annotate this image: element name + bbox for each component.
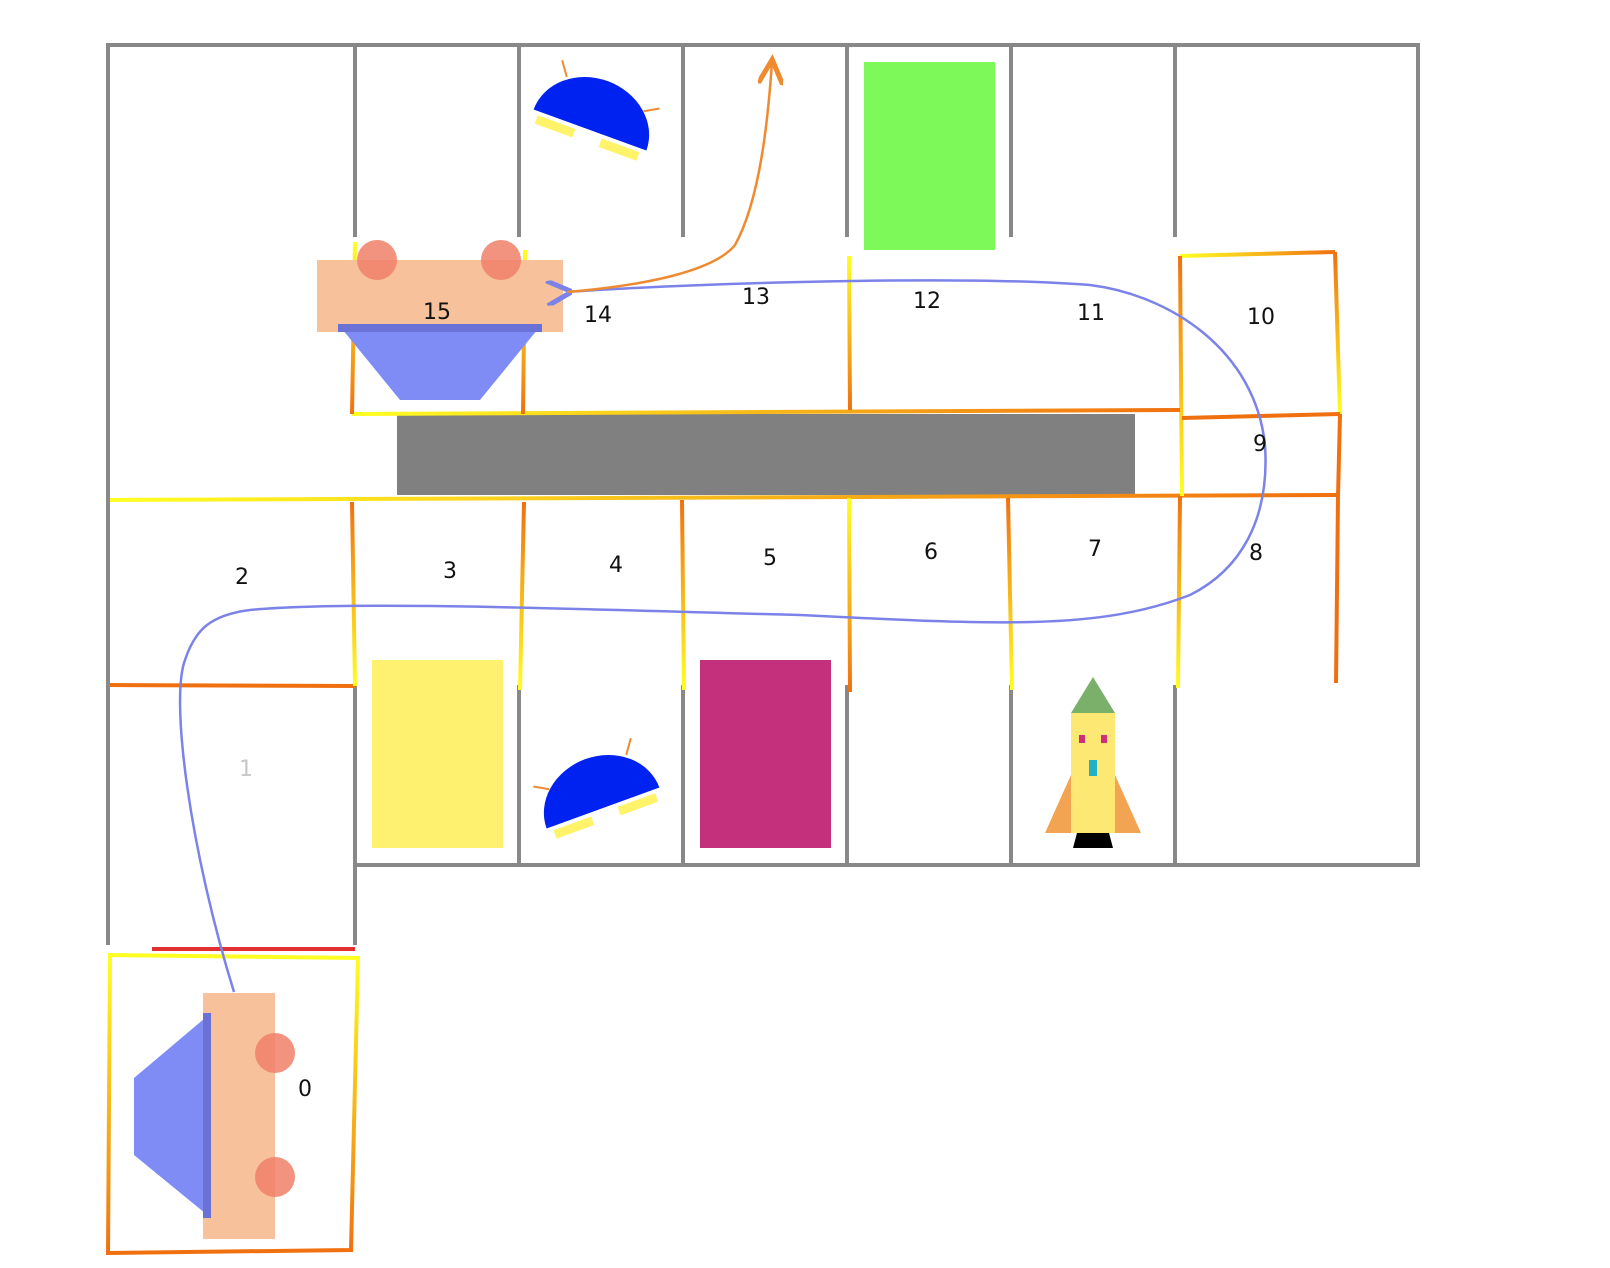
magenta-block-icon (700, 660, 831, 848)
dome-robot-icon-lower (533, 738, 660, 839)
walls (106, 43, 1420, 945)
path-edge (1181, 412, 1341, 420)
path-edge (518, 501, 526, 691)
cell-label-6: 6 (924, 540, 938, 565)
cell-label-15: 15 (423, 300, 451, 325)
cell-label-10: 10 (1247, 305, 1275, 330)
green-block-icon (864, 62, 995, 250)
cell-label-14: 14 (584, 303, 612, 328)
path-edge (109, 493, 1339, 502)
path-edge (351, 408, 1181, 416)
cell-label-1: 1 (239, 757, 253, 782)
robot-icon-start (134, 993, 295, 1239)
cell-label-5: 5 (763, 546, 777, 571)
path-cells (105, 241, 1342, 1256)
path-edge (1179, 250, 1336, 258)
path-edge (847, 497, 852, 693)
path-edge (1334, 496, 1340, 684)
rocket-icon (1045, 677, 1141, 848)
cell-labels: 0 1 2 3 4 5 6 7 8 9 10 11 12 13 14 15 (235, 285, 1275, 1102)
exit-arrow (566, 62, 772, 294)
cell-label-7: 7 (1088, 537, 1102, 562)
dome-robot-icon (533, 60, 660, 161)
robot-icon (317, 240, 563, 400)
path-edge (1333, 251, 1342, 415)
cell-label-11: 11 (1077, 301, 1105, 326)
path-edge (350, 501, 357, 687)
outer-wall (106, 43, 1420, 945)
route-line (178, 279, 1267, 993)
start-cell (105, 952, 361, 1256)
cell-label-9: 9 (1253, 432, 1267, 457)
path-edge (109, 683, 356, 688)
cell-label-3: 3 (443, 559, 457, 584)
path-edge (680, 499, 686, 691)
cell-label-13: 13 (742, 285, 770, 310)
cell-label-4: 4 (609, 553, 623, 578)
path-edge (1176, 495, 1182, 689)
path-edge (1178, 255, 1184, 497)
cell-label-8: 8 (1249, 541, 1263, 566)
cell-label-2: 2 (235, 565, 249, 590)
divider-block (397, 414, 1135, 495)
cell-label-0: 0 (298, 1077, 312, 1102)
cell-label-12: 12 (913, 289, 941, 314)
yellow-block-icon (372, 660, 503, 848)
path-edge (1336, 413, 1342, 498)
path-edge (847, 255, 852, 411)
path-edge (1006, 497, 1014, 691)
